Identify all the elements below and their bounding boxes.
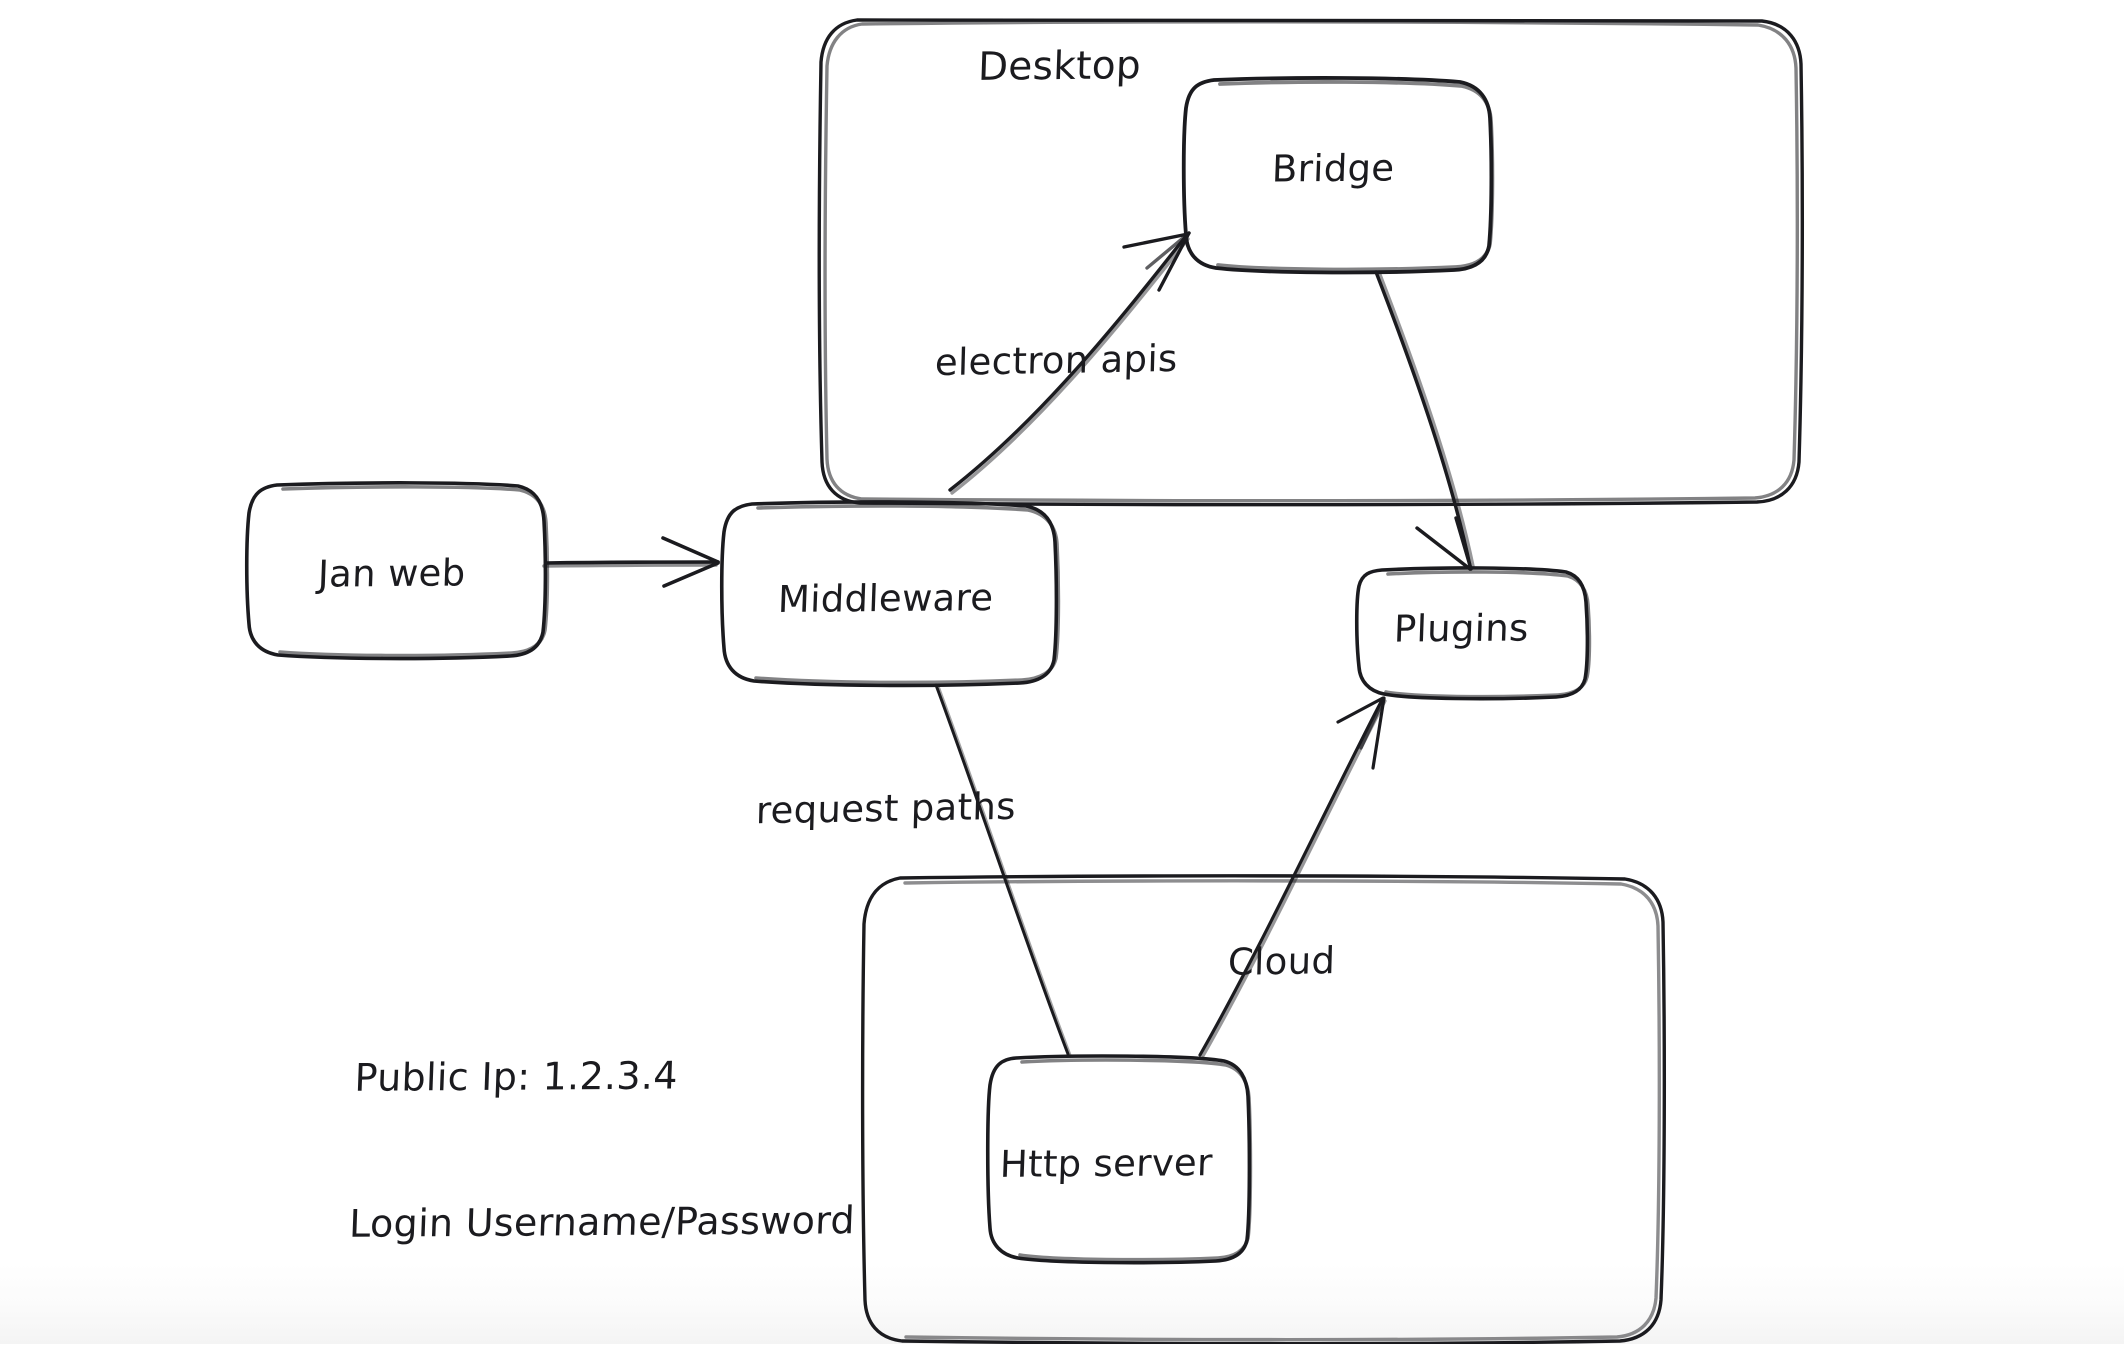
node-label-bridge[interactable]: Bridge: [1271, 146, 1396, 191]
node-bridge-outline: [1181, 76, 1495, 275]
node-plugins-outline: [1354, 566, 1592, 701]
node-http-server-outline: [985, 1054, 1253, 1265]
group-cloud-outline: [860, 874, 1667, 1344]
edge-http-server-to-plugins: [1198, 696, 1387, 1058]
edge-bridge-to-plugins: [1374, 270, 1475, 571]
node-label-http-server[interactable]: Http server: [999, 1141, 1214, 1186]
note-line-login: Login Username/Password: [348, 1198, 856, 1246]
edge-middleware-to-http-server: [934, 683, 1072, 1057]
node-label-middleware[interactable]: Middleware: [777, 576, 995, 621]
edge-label-electron-apis: electron apis: [934, 336, 1179, 385]
node-jan-web-outline: [244, 481, 550, 661]
note-line-public-ip: Public Ip: 1.2.3.4: [353, 1053, 679, 1101]
group-label-desktop: Desktop: [977, 43, 1142, 90]
note-server-credentials: Public Ip: 1.2.3.4 Login Username/Passwo…: [345, 953, 865, 1346]
edge-jan-web-to-middleware: [542, 536, 720, 588]
edge-label-request-paths: request paths: [755, 784, 1017, 833]
group-desktop-outline: [817, 16, 1805, 507]
node-label-plugins[interactable]: Plugins: [1393, 606, 1530, 651]
edge-middleware-to-bridge: [948, 231, 1191, 495]
edge-label-cloud: Cloud: [1227, 939, 1336, 984]
node-middleware-outline: [719, 500, 1061, 688]
node-label-jan-web[interactable]: Jan web: [317, 551, 467, 596]
